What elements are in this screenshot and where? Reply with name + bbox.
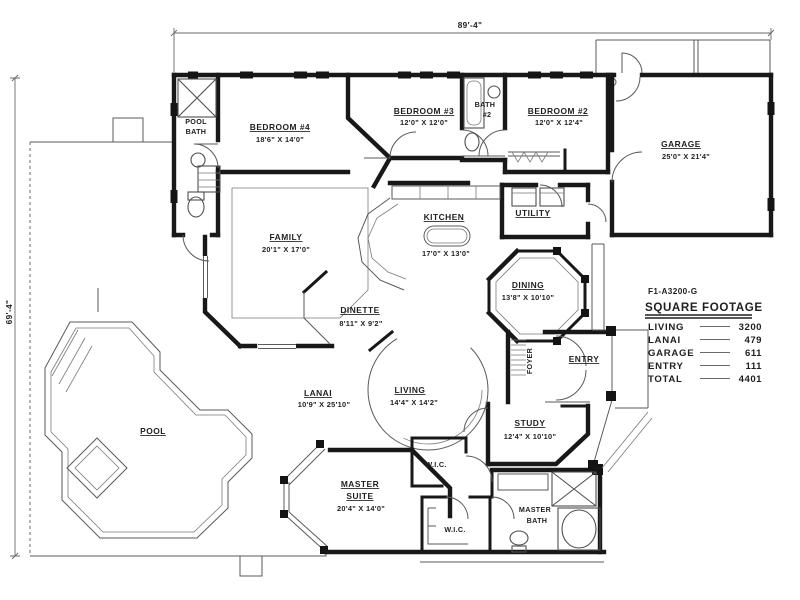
room-label-master-bath-1: MASTER — [519, 505, 552, 514]
room-dims-kitchen: 17'0" X 13'0" — [422, 249, 470, 258]
room-label-entry: ENTRY — [569, 354, 600, 364]
room-label-master-suite-2: SUITE — [346, 491, 373, 501]
window-marks — [170, 71, 775, 350]
plan-code: F1-A3200-G — [648, 287, 698, 296]
left-dimension: 69'-4" — [5, 74, 20, 560]
room-label-study: STUDY — [515, 418, 546, 428]
room-label-master-bath-2: BATH — [527, 516, 548, 525]
room-label-lanai: LANAI — [304, 388, 332, 398]
utility-appliances — [511, 187, 565, 207]
wic-lower-shelving — [427, 507, 468, 545]
bath2-fixtures — [463, 77, 501, 152]
sqft-row-label: LANAI — [648, 335, 681, 346]
sqft-row-label: ENTRY — [648, 361, 684, 372]
room-label-pool: POOL — [140, 426, 166, 436]
sqft-row-label: GARAGE — [648, 348, 694, 359]
room-label-foyer: FOYER — [525, 347, 534, 374]
rear-porch — [595, 39, 771, 87]
walls — [171, 72, 774, 563]
room-label-kitchen: KITCHEN — [424, 212, 465, 222]
room-label-bedroom3: BEDROOM #3 — [394, 106, 454, 116]
room-dims-garage: 25'0" X 21'4" — [662, 152, 710, 161]
room-label-utility: UTILITY — [515, 208, 550, 218]
room-labels: POOL BATH BEDROOM #4 18'6" X 14'0" BEDRO… — [185, 100, 710, 534]
room-dims-study: 12'4" X 10'10" — [504, 432, 557, 441]
screen-enclosure-line — [29, 117, 327, 577]
room-label-dining: DINING — [512, 280, 544, 290]
room-label-master-suite-1: MASTER — [341, 479, 379, 489]
room-dims-family: 20'1" X 17'0" — [262, 245, 310, 254]
room-label-pool-bath-1: POOL — [185, 117, 207, 126]
room-label-wic-upper: W.I.C. — [425, 460, 446, 469]
top-dimension: 89'-4" — [170, 21, 775, 72]
room-label-bath2-2: #2 — [483, 110, 492, 119]
top-dimension-label: 89'-4" — [458, 21, 483, 30]
sqft-row-label: LIVING — [648, 322, 684, 333]
room-dims-bedroom3: 12'0" X 12'0" — [400, 118, 448, 127]
room-label-bedroom2: BEDROOM #2 — [528, 106, 588, 116]
sqft-row-value: 111 — [746, 361, 763, 372]
sqft-row-value: 4401 — [739, 374, 763, 385]
pool-bath-fixtures — [177, 78, 217, 218]
room-dims-bedroom4: 18'6" X 14'0" — [256, 135, 304, 144]
kitchen-counters — [357, 185, 501, 291]
room-label-bath2-1: BATH — [475, 100, 496, 109]
room-label-garage: GARAGE — [661, 139, 701, 149]
family-corner-unit — [197, 165, 221, 193]
spa — [66, 437, 128, 499]
room-label-bedroom4: BEDROOM #4 — [250, 122, 310, 132]
square-footage-table: F1-A3200-G SQUARE FOOTAGE LIVING 3200 LA… — [645, 287, 763, 385]
room-dims-dinette: 8'11" X 9'2" — [339, 319, 382, 328]
door-swings — [182, 76, 643, 520]
room-label-dinette: DINETTE — [340, 305, 379, 315]
room-dims-living: 14'4" X 14'2" — [390, 398, 438, 407]
master-bath-fixtures — [497, 471, 601, 553]
room-label-living: LIVING — [395, 385, 426, 395]
pool-outline: POOL — [44, 288, 253, 539]
room-label-family: FAMILY — [270, 232, 303, 242]
study-porch-steps — [601, 411, 653, 473]
bedroom2-closet — [508, 151, 560, 163]
room-dims-master-suite: 20'4" X 14'0" — [337, 504, 385, 513]
pool-steps — [51, 288, 99, 393]
square-footage-title: SQUARE FOOTAGE — [645, 301, 763, 314]
room-label-wic-lower: W.I.C. — [444, 525, 465, 534]
foyer-niche — [511, 339, 526, 376]
room-dims-lanai: 10'9" X 25'10" — [298, 400, 351, 409]
sqft-row-value: 611 — [745, 348, 762, 359]
sqft-row-value: 3200 — [739, 322, 762, 333]
room-label-pool-bath-2: BATH — [186, 127, 207, 136]
room-dims-bedroom2: 12'0" X 12'4" — [535, 118, 583, 127]
sqft-row-value: 479 — [744, 335, 762, 346]
room-dims-dining: 13'8" X 10'10" — [502, 293, 555, 302]
sqft-row-label: TOTAL — [648, 374, 683, 385]
left-dimension-label: 69'-4" — [5, 300, 14, 325]
